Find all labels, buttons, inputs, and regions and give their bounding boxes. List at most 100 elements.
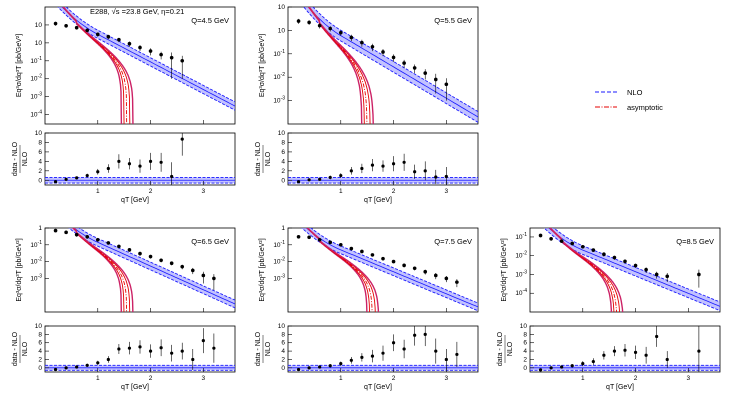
upper-y-tick-label: 10-1 (30, 240, 42, 249)
data-point (338, 243, 343, 247)
ratio-point (212, 346, 216, 350)
data-point (328, 240, 333, 245)
upper-y-tick-exponent: -3 (38, 92, 43, 98)
ratio-point (633, 350, 638, 354)
lower-y-tick-label: 4 (281, 348, 285, 355)
data-point (190, 268, 195, 273)
ratio-point (560, 365, 564, 369)
data-point (654, 272, 659, 277)
upper-y-axis-label: Eq³σ/dq³T [pb/GeV²] (259, 238, 266, 301)
lower-y-axis-label-numerator: data - NLO (255, 331, 262, 366)
lower-x-tick-label: 1 (339, 188, 343, 195)
ratio-point (413, 333, 417, 337)
lower-x-tick-label: 2 (392, 188, 396, 195)
data-point (412, 66, 417, 70)
upper-y-axis-label: Eq³σ/dq³T [pb/GeV²] (16, 34, 23, 97)
upper-y-tick-label: 10-4 (515, 288, 527, 297)
asymptotic-curve (308, 7, 374, 124)
asymptotic-curve (549, 228, 615, 312)
lower-y-axis-label-numerator: data - NLO (12, 331, 19, 366)
data-point (423, 71, 428, 75)
upper-y-tick-label: 1 (281, 225, 285, 232)
data-point (612, 255, 617, 260)
asymptotic-curve (72, 228, 128, 312)
lower-y-tick-label: 0 (38, 365, 42, 372)
data-point (127, 41, 132, 46)
data-point (53, 228, 58, 233)
lower-y-axis-label-denominator: NLO (22, 341, 29, 356)
nlo-central-line (61, 7, 235, 107)
ratio-point (612, 349, 617, 353)
nlo-band-upper-edge (78, 228, 235, 301)
data-point (64, 230, 68, 235)
ratio-point (96, 170, 100, 174)
ratio-point (591, 359, 595, 364)
upper-y-tick-label: 10-1 (273, 240, 285, 249)
nlo-central-line (548, 228, 720, 307)
ratio-point (85, 363, 89, 367)
data-point (148, 254, 153, 259)
asymptotic-curve (306, 228, 380, 312)
x-axis-label: qT [GeV] (121, 197, 149, 204)
nlo-band-lower-edge (57, 7, 235, 111)
data-point (360, 40, 364, 45)
lower-y-tick-label: 10 (278, 130, 286, 137)
ratio-point (307, 178, 311, 182)
panel-label: Q=8.5 GeV (676, 237, 714, 246)
lower-y-axis-label-denominator: NLO (265, 341, 272, 356)
upper-y-tick-exponent: -2 (38, 257, 43, 263)
lower-x-tick-label: 2 (634, 375, 638, 382)
nlo-band-upper-edge (553, 228, 720, 303)
asymptotic-curve (306, 228, 373, 312)
panel-label: Q=5.5 GeV (434, 16, 472, 25)
data-point (381, 50, 385, 54)
nlo-central-line (305, 228, 478, 308)
data-point (591, 248, 596, 252)
ratio-point (381, 164, 385, 168)
upper-frame (44, 227, 236, 313)
data-point (317, 23, 322, 28)
ratio-point (148, 159, 153, 163)
ratio-point (106, 357, 110, 362)
ratio-point (349, 358, 353, 362)
lower-y-tick-label: 4 (38, 348, 42, 355)
lower-curves (45, 176, 235, 184)
ratio-point (549, 366, 553, 370)
upper-y-tick-label: 10-2 (30, 74, 42, 83)
nlo-central-line (307, 7, 478, 118)
asymptotic-curve (308, 7, 371, 124)
lower-y-axis-label-denominator: NLO (22, 151, 29, 166)
lower-y-tick-label: 0 (281, 177, 285, 184)
data-point (74, 232, 79, 237)
lower-y-tick-label: 2 (281, 168, 285, 175)
data-point (538, 233, 543, 238)
ratio-point (75, 365, 79, 369)
lower-x-tick-label: 3 (687, 375, 691, 382)
lower-y-tick-label: 8 (38, 331, 42, 338)
data-point (644, 267, 648, 272)
data-point (549, 236, 553, 241)
ratio-point (127, 346, 132, 350)
upper-y-tick-exponent: -1 (38, 56, 43, 62)
lower-frame (287, 325, 479, 373)
upper-y-tick-label: 1 (38, 225, 42, 232)
ratio-point (85, 173, 89, 178)
upper-y-tick-label: 10-3 (273, 96, 285, 105)
data-point (64, 23, 68, 28)
ratio-point (423, 332, 427, 336)
data-point (444, 82, 449, 87)
lower-y-tick-label: 6 (523, 340, 527, 347)
nlo-band-lower-edge (303, 7, 478, 123)
upper-y-tick-exponent: -3 (281, 96, 286, 102)
data-point (296, 19, 301, 23)
data-point (148, 49, 153, 53)
ratio-point (423, 169, 427, 173)
ratio-point (180, 349, 184, 353)
asymptotic-curve (62, 7, 123, 124)
lower-curves (530, 364, 720, 371)
upper-y-axis-label: Eq³σ/dq³T [pb/GeV²] (501, 238, 508, 301)
ratio-point (339, 173, 343, 178)
